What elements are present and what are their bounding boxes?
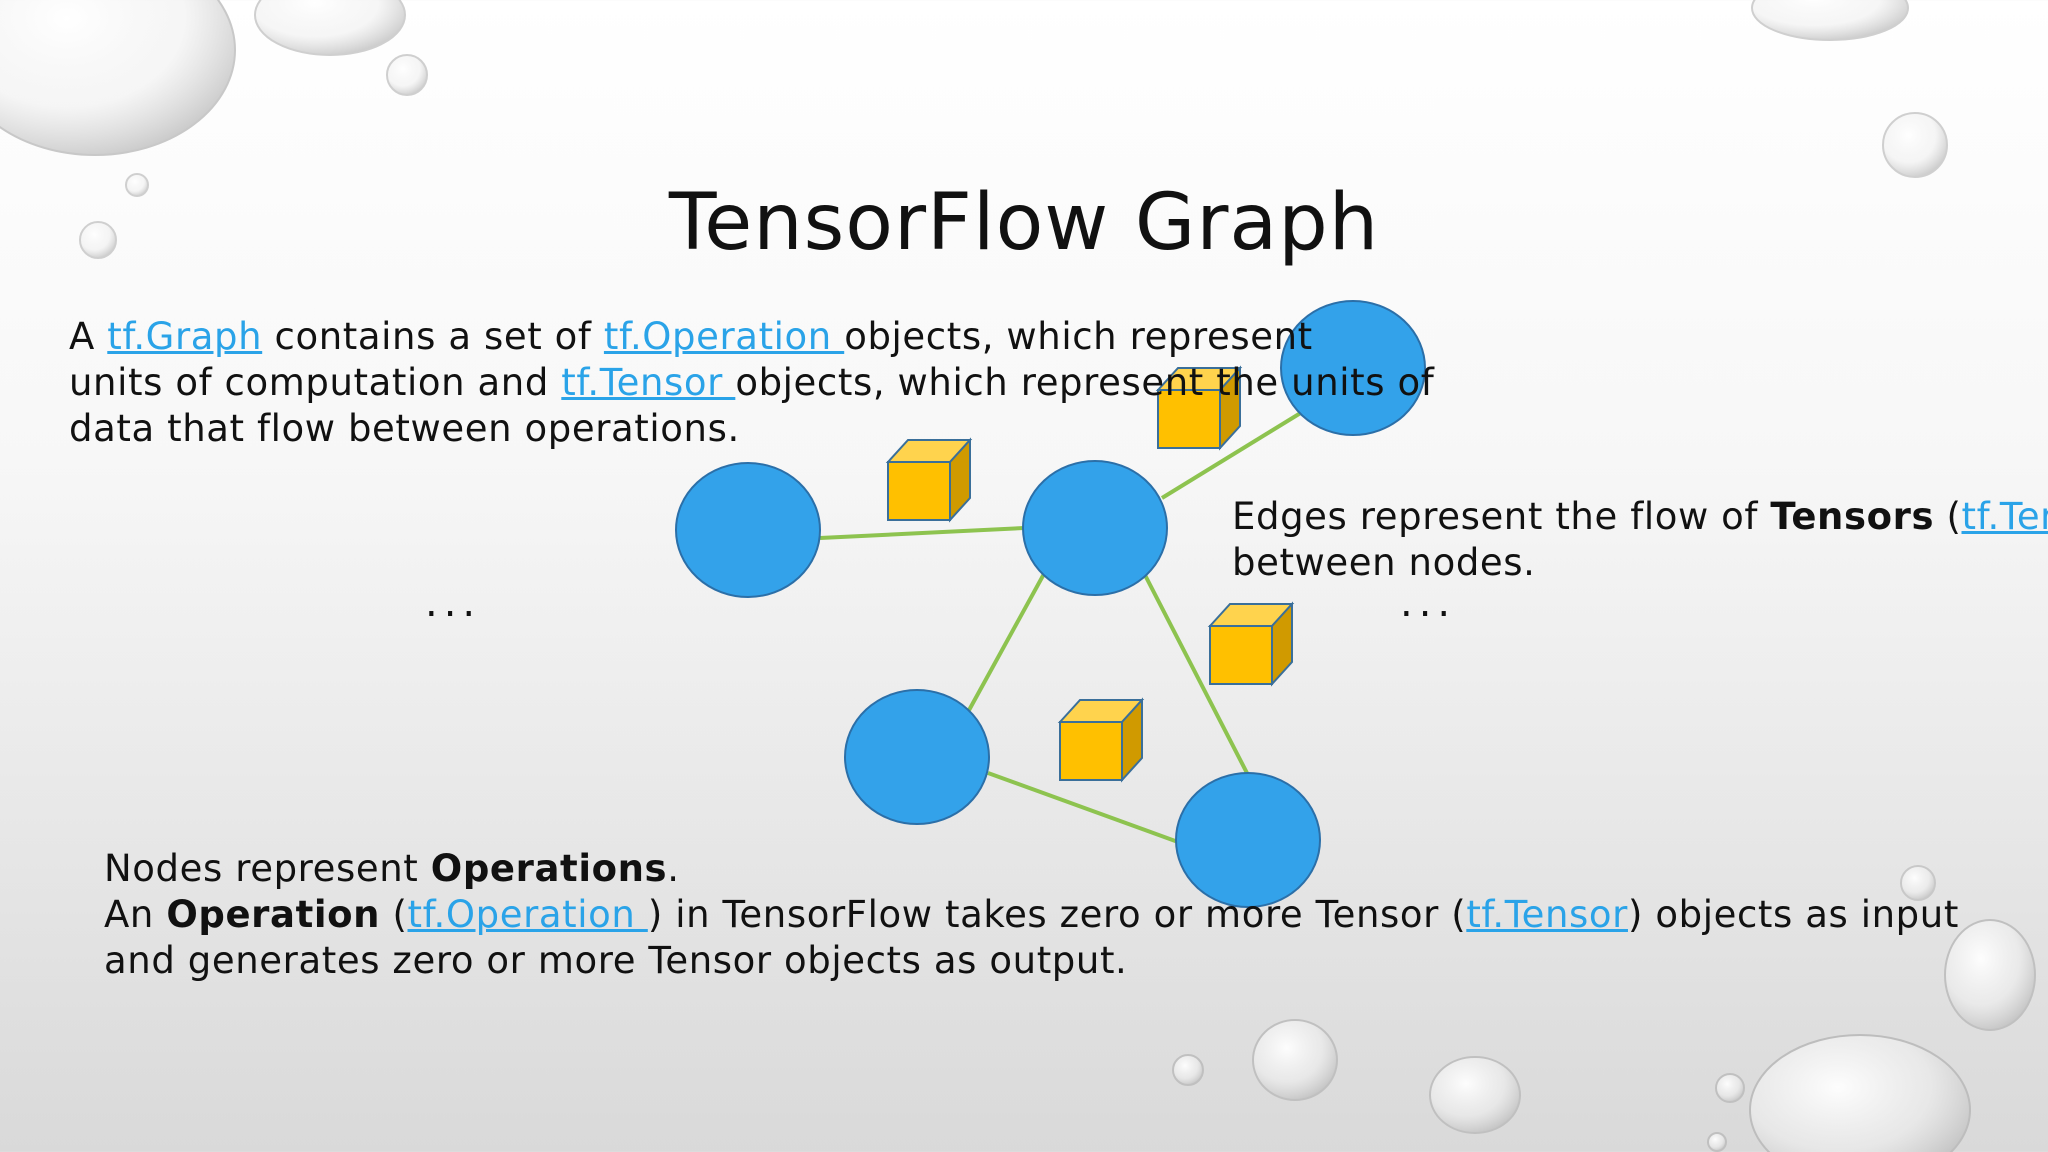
nodes-text: Nodes represent xyxy=(104,847,431,890)
nodes-line-3: and generates zero or more Tensor object… xyxy=(104,939,1128,982)
edge xyxy=(1143,574,1250,776)
intro-text: contains a set of xyxy=(262,315,604,358)
nodes-note: Nodes represent Operations. An Operation… xyxy=(104,846,1959,984)
tensor-cube xyxy=(1057,697,1145,783)
intro-line-1: A tf.Graph contains a set of tf.Operatio… xyxy=(69,314,1434,360)
tensor-cube xyxy=(1155,365,1243,451)
intro-text: units of computation and xyxy=(69,361,562,404)
tensor-cube xyxy=(885,437,973,523)
edges-line-2: between nodes. xyxy=(1232,541,1536,584)
edges-text: ( xyxy=(1934,495,1962,538)
nodes-text: ( xyxy=(380,893,408,936)
intro-text: objects, which represent the units of xyxy=(735,361,1435,404)
operation-node xyxy=(1022,460,1168,596)
tensors-bold: Tensors xyxy=(1770,495,1935,538)
edges xyxy=(819,404,1314,844)
ellipsis-right: ... xyxy=(1400,580,1457,626)
nodes-text: ) objects as input xyxy=(1627,893,1959,936)
tf-graph-link[interactable]: tf.Graph xyxy=(107,315,263,358)
nodes-line-1: Nodes represent Operations. xyxy=(104,846,1959,892)
edge xyxy=(1160,404,1314,500)
intro-text: objects, which represent xyxy=(844,315,1313,358)
nodes xyxy=(675,300,1426,908)
nodes-text: . xyxy=(667,847,680,890)
intro-text: A xyxy=(69,315,108,358)
edges-note: Edges represent the flow of Tensors (tf.… xyxy=(1232,494,2048,586)
edges-line-1: Edges represent the flow of Tensors (tf.… xyxy=(1232,494,2048,540)
operations-bold: Operations xyxy=(430,847,668,890)
tf-tensor-link[interactable]: tf.Tensor xyxy=(561,361,736,404)
edge xyxy=(819,526,1025,540)
tensor-cube xyxy=(1207,601,1295,687)
operation-node xyxy=(844,689,990,825)
tf-tensor-link[interactable]: tf.Tensor xyxy=(1466,893,1628,936)
tensors xyxy=(885,365,1295,783)
edges-text: Edges represent the flow of xyxy=(1232,495,1771,538)
edge xyxy=(987,771,1179,844)
tf-tensor-link[interactable]: tf.Tensor xyxy=(1961,495,2048,538)
intro-line-2: units of computation and tf.Tensor objec… xyxy=(69,360,1434,406)
tf-operation-link[interactable]: tf.Operation xyxy=(407,893,648,936)
intro-paragraph: A tf.Graph contains a set of tf.Operatio… xyxy=(69,314,1434,452)
operation-node xyxy=(1280,300,1426,436)
nodes-text: An xyxy=(104,893,167,936)
operation-node xyxy=(1175,772,1321,908)
nodes-line-2: An Operation (tf.Operation ) in TensorFl… xyxy=(104,892,1959,938)
intro-line-3: data that flow between operations. xyxy=(69,407,740,450)
operation-node xyxy=(675,462,821,598)
ellipsis-left: ... xyxy=(425,580,482,626)
slide-title: TensorFlow Graph xyxy=(668,178,1380,268)
tf-operation-link[interactable]: tf.Operation xyxy=(603,315,845,358)
nodes-text: ) in TensorFlow takes zero or more Tenso… xyxy=(647,893,1467,936)
operation-bold: Operation xyxy=(166,893,381,936)
edge xyxy=(966,571,1047,713)
